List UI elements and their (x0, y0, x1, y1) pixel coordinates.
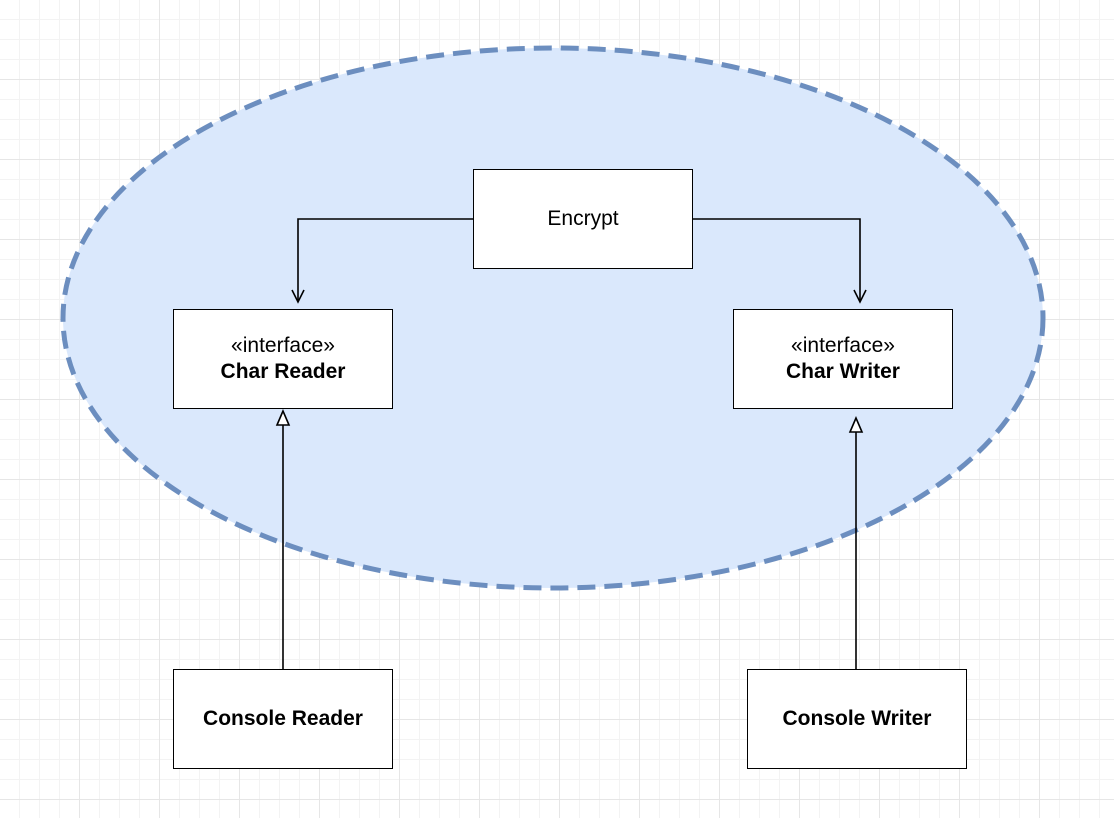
arrowhead-char-reader (291, 289, 305, 304)
char-reader-node[interactable]: «interface» Char Reader (173, 309, 393, 409)
char-writer-stereotype: «interface» (791, 334, 895, 357)
realization-triangle-char-writer (848, 415, 864, 433)
char-writer-label: Char Writer (786, 360, 900, 383)
char-reader-stereotype: «interface» (231, 334, 335, 357)
console-writer-label: Console Writer (782, 707, 932, 730)
encrypt-node[interactable]: Encrypt (473, 169, 693, 269)
char-reader-label: Char Reader (220, 360, 346, 383)
char-writer-node[interactable]: «interface» Char Writer (733, 309, 953, 409)
encrypt-label: Encrypt (547, 207, 619, 230)
console-reader-label: Console Reader (203, 707, 363, 730)
console-writer-node[interactable]: Console Writer (747, 669, 967, 769)
console-reader-node[interactable]: Console Reader (173, 669, 393, 769)
realization-triangle-char-reader (275, 408, 291, 426)
arrowhead-char-writer (853, 289, 867, 304)
edge-encrypt-to-char-reader (297, 218, 473, 300)
edge-encrypt-to-char-writer (693, 218, 861, 300)
boundary-ellipse (60, 45, 1046, 591)
